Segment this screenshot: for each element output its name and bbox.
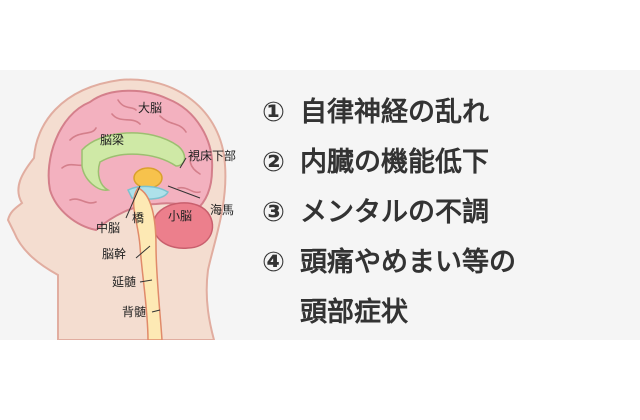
cerebrum-shape [47,89,214,232]
label-hypothalamus: 視床下部 [188,148,236,163]
label-brainstem: 脳幹 [102,246,126,261]
leader-lines [125,157,201,313]
item-marker: ④ [262,247,285,278]
item-marker: ③ [262,197,285,228]
item-text: 自律神経の乱れ [300,97,489,128]
corpus-callosum-shape [81,132,186,191]
label-corpus-callosum: 脳梁 [100,132,124,147]
cerebellum-shape [152,202,214,249]
label-cerebellum: 小脳 [168,209,192,223]
item-text: 内臓の機能低下 [300,147,489,178]
label-hippocampus: 海馬 [210,202,234,217]
list-item: ④ 頭痛やめまい等の [262,238,516,288]
label-medulla: 延髄 [112,274,136,289]
label-cerebrum: 大脳 [138,101,162,115]
label-spinal-cord: 背髄 [122,304,146,319]
list-item: ② 内臓の機能低下 [262,138,516,188]
brain-anatomy-diagram: 大脳 脳梁 視床下部 海馬 中脳 橋 小脳 脳幹 延髄 背髄 [6,78,236,340]
item-text: 頭痛やめまい等の [300,247,516,278]
item-marker: ② [262,147,285,178]
item-marker: ① [262,97,285,128]
list-item: ① 自律神経の乱れ [262,88,516,138]
symptom-list: ① 自律神経の乱れ ② 内臓の機能低下 ③ メンタルの不調 ④ 頭痛やめまい等の… [262,88,516,338]
list-item-continuation: 頭部症状 [262,288,516,338]
label-midbrain: 中脳 [96,220,120,235]
brainstem-shape [132,187,163,340]
label-pons: 橋 [132,211,144,225]
item-text: メンタルの不調 [300,197,489,228]
item-text: 頭部症状 [300,297,408,328]
hypothalamus-shape [133,167,163,189]
list-item: ③ メンタルの不調 [262,188,516,238]
